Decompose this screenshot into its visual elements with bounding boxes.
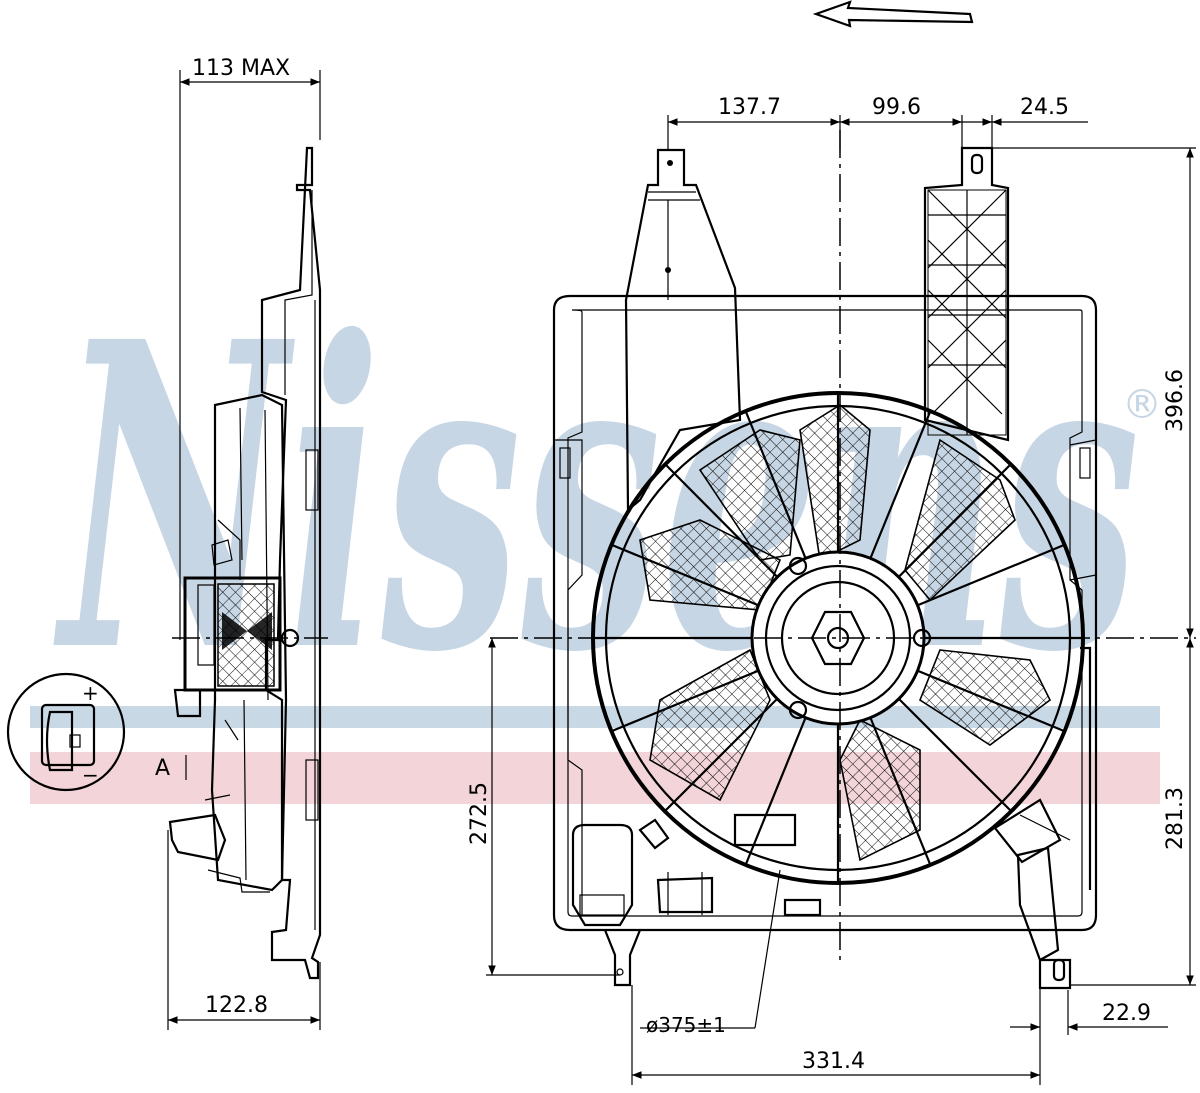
side-view: 113 MAX A 122.8 [155, 56, 328, 1030]
dim-bottom-right: 22.9 [1102, 1001, 1151, 1026]
dim-right-lower: 281.3 [1163, 787, 1188, 850]
dim-left-lower: 272.5 [467, 782, 492, 845]
dim-depth-max: 113 MAX [192, 56, 290, 81]
connector-minus: − [82, 763, 99, 787]
dim-right-height: 396.6 [1163, 369, 1188, 432]
dim-bottom-width: 331.4 [802, 1049, 865, 1074]
front-view: 137.7 99.6 24.5 [467, 95, 1196, 1085]
dim-depth-bottom: 122.8 [205, 993, 268, 1018]
dim-top-right: 24.5 [1020, 95, 1069, 120]
dim-top-left: 137.7 [718, 95, 781, 120]
section-marker: A [155, 756, 170, 781]
dim-top-mid: 99.6 [872, 95, 921, 120]
registered-mark: ® [1122, 382, 1162, 428]
connector-plug-icon: + − [6, 672, 126, 792]
airflow-arrow-left-icon [812, 0, 974, 28]
dim-fan-diameter: ø375±1 [646, 1013, 726, 1037]
connector-plus: + [82, 681, 99, 705]
watermark-band-pink [30, 752, 1160, 804]
